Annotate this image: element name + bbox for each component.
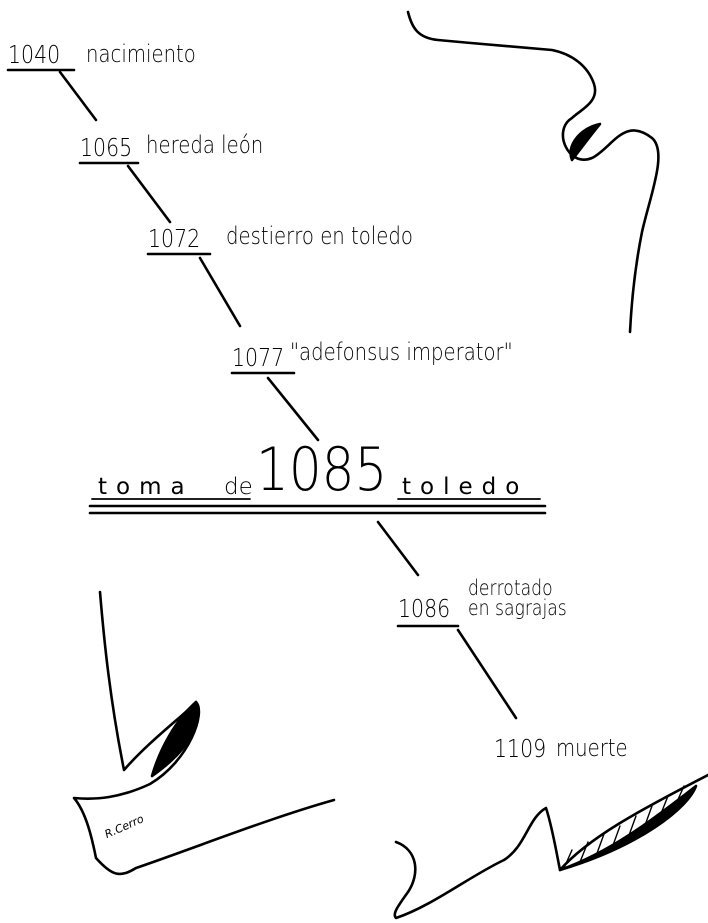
decor-scroll-bottom-right-curl [558,784,698,872]
event-year-1065: 1065 [80,133,133,162]
decor-scroll-bottom-left-curl [150,700,199,778]
decor-scroll-top-right [406,10,660,334]
connector-1072-1077 [198,256,242,328]
event-text-1072: destierro en toledo [226,222,413,250]
event-text-1086-line2: en sagrajas [468,596,567,620]
decor-scroll-bottom-left [72,590,336,876]
event-text-1040: nacimiento [86,40,196,68]
headline-year: 1085 [256,435,388,505]
connector-1086-1109 [456,628,518,720]
connector-1065-1072 [126,164,172,224]
event-year-1109: 1109 [494,734,547,763]
connector-1077-1085 [266,376,320,442]
decor-scroll-bottom-right [393,773,708,920]
headline-left: toma [98,474,194,500]
decor-scroll-top-right-curl [569,122,602,162]
event-text-1109: muerte [556,734,628,762]
event-text-1086-line1: derrotado [468,576,553,600]
event-text-1077: "adefonsus imperator" [290,338,513,366]
event-text-1065: hereda león [146,131,264,159]
connector-1085-1086 [376,520,420,577]
event-year-1040: 1040 [8,40,61,69]
event-year-1072: 1072 [148,224,201,253]
event-year-1077: 1077 [232,343,285,372]
event-year-1086: 1086 [398,594,451,623]
connector-1040-1065 [58,70,98,122]
headline-right: toledo [402,474,529,500]
headline-connector: de [224,474,253,500]
